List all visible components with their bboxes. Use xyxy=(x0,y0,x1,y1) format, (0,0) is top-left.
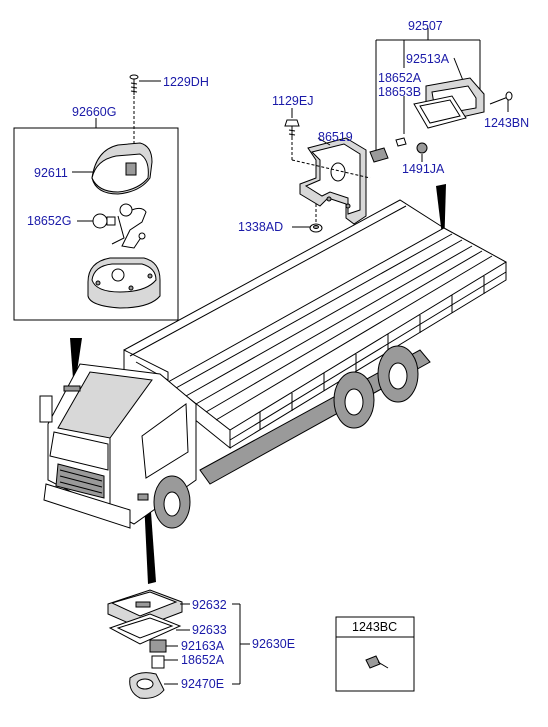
pointer-wedge-step xyxy=(144,498,156,584)
callout-92632[interactable]: 92632 xyxy=(192,598,227,612)
callout-92630E[interactable]: 92630E xyxy=(252,637,296,651)
step-lamp-gasket-92633-icon xyxy=(108,613,182,645)
callout-1229DH[interactable]: 1229DH xyxy=(163,75,209,89)
lamp-socket-92470E-icon xyxy=(129,672,165,699)
screw-1243BN-icon xyxy=(489,91,513,105)
callout-92660G[interactable]: 92660G xyxy=(72,105,117,119)
bulb-18652A-icon xyxy=(151,655,165,669)
socket-92163A-icon xyxy=(149,639,167,653)
callout-86519[interactable]: 86519 xyxy=(318,130,353,144)
callout-92633[interactable]: 92633 xyxy=(192,623,227,637)
callout-18652A-bottom[interactable]: 18652A xyxy=(181,653,225,667)
callout-1491JA[interactable]: 1491JA xyxy=(402,162,445,176)
bulb-18652G-icon xyxy=(92,203,147,249)
socket-icon xyxy=(369,137,428,163)
callout-18652A-top[interactable]: 18652A xyxy=(378,71,422,85)
callout-18653B[interactable]: 18653B xyxy=(378,85,422,99)
screw-1229DH-icon xyxy=(129,74,139,150)
callout-18652G[interactable]: 18652G xyxy=(27,214,72,228)
callout-92163A[interactable]: 92163A xyxy=(181,639,225,653)
callout-92513A[interactable]: 92513A xyxy=(406,52,450,66)
nut-1338AD-icon xyxy=(309,223,323,233)
lamp-lens-92611-icon xyxy=(91,142,153,195)
license-lamp-gasket-icon xyxy=(413,95,467,129)
callout-1129EJ[interactable]: 1129EJ xyxy=(272,94,314,108)
callout-1243BC[interactable]: 1243BC xyxy=(352,620,398,634)
step-lamp-lens-92632-icon xyxy=(107,589,183,629)
callout-1243BN[interactable]: 1243BN xyxy=(484,116,530,130)
bolt-1129EJ-icon xyxy=(284,119,300,140)
lamp-housing-icon xyxy=(87,257,161,309)
truck-illustration xyxy=(39,199,507,529)
screw-1243BC-icon xyxy=(365,655,389,669)
bracket-86519-icon xyxy=(299,137,367,225)
callout-92507[interactable]: 92507 xyxy=(408,19,443,33)
part-1243BC-box xyxy=(335,616,415,692)
callout-92470E[interactable]: 92470E xyxy=(181,677,225,691)
callout-1338AD[interactable]: 1338AD xyxy=(238,220,284,234)
callout-92611[interactable]: 92611 xyxy=(34,166,68,180)
